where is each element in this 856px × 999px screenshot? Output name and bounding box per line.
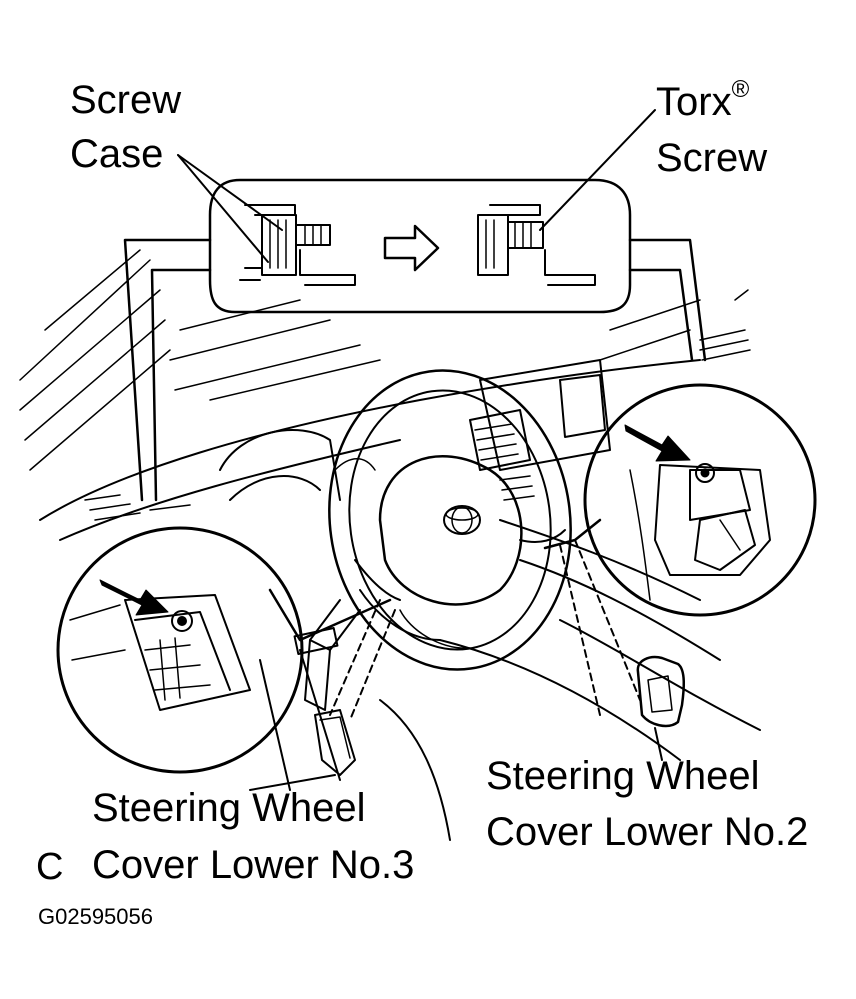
torx-text: Torx — [656, 80, 732, 124]
windshield-hatching — [19, 249, 701, 471]
sw-cover-no3-label-line2: Cover Lower No.3 — [92, 843, 415, 887]
hollow-right-arrow-icon — [383, 224, 440, 272]
case-label: Case — [70, 132, 164, 176]
figure-code: G02595056 — [38, 904, 153, 929]
left-detail-circle — [56, 526, 396, 774]
registered-mark: ® — [731, 76, 750, 103]
left-vent — [84, 494, 191, 521]
view-letter: C — [36, 846, 64, 888]
torx-label: Torx® — [656, 78, 749, 124]
right-vent — [699, 289, 751, 361]
sw-cover-no3-label-line1: Steering Wheel — [92, 786, 366, 830]
sw-cover-no2-label-line2: Cover Lower No.2 — [486, 810, 809, 854]
solid-pointer-arrow-icon — [624, 424, 691, 462]
screw-case-drawing — [239, 204, 356, 286]
steering-wheel-cover-lower-no3-part — [314, 709, 356, 776]
center-vent — [474, 423, 535, 501]
torx-screw-drawing — [477, 204, 596, 286]
torx-screw-label: Screw — [656, 136, 768, 180]
detail-callout-frame — [123, 178, 707, 502]
screw-label: Screw — [70, 78, 182, 122]
right-detail-circle — [543, 383, 817, 716]
sw-cover-no2-label-line1: Steering Wheel — [486, 754, 760, 798]
label-leader-lines — [177, 109, 656, 263]
steering-wheel-cover-lower-no2-part — [636, 655, 685, 761]
solid-pointer-arrow-icon — [99, 579, 169, 616]
bottom-label-leaders — [249, 774, 336, 791]
steering-wheel — [328, 369, 572, 671]
steering-wheel-emblem-icon — [443, 505, 481, 535]
steering-column — [293, 599, 361, 711]
